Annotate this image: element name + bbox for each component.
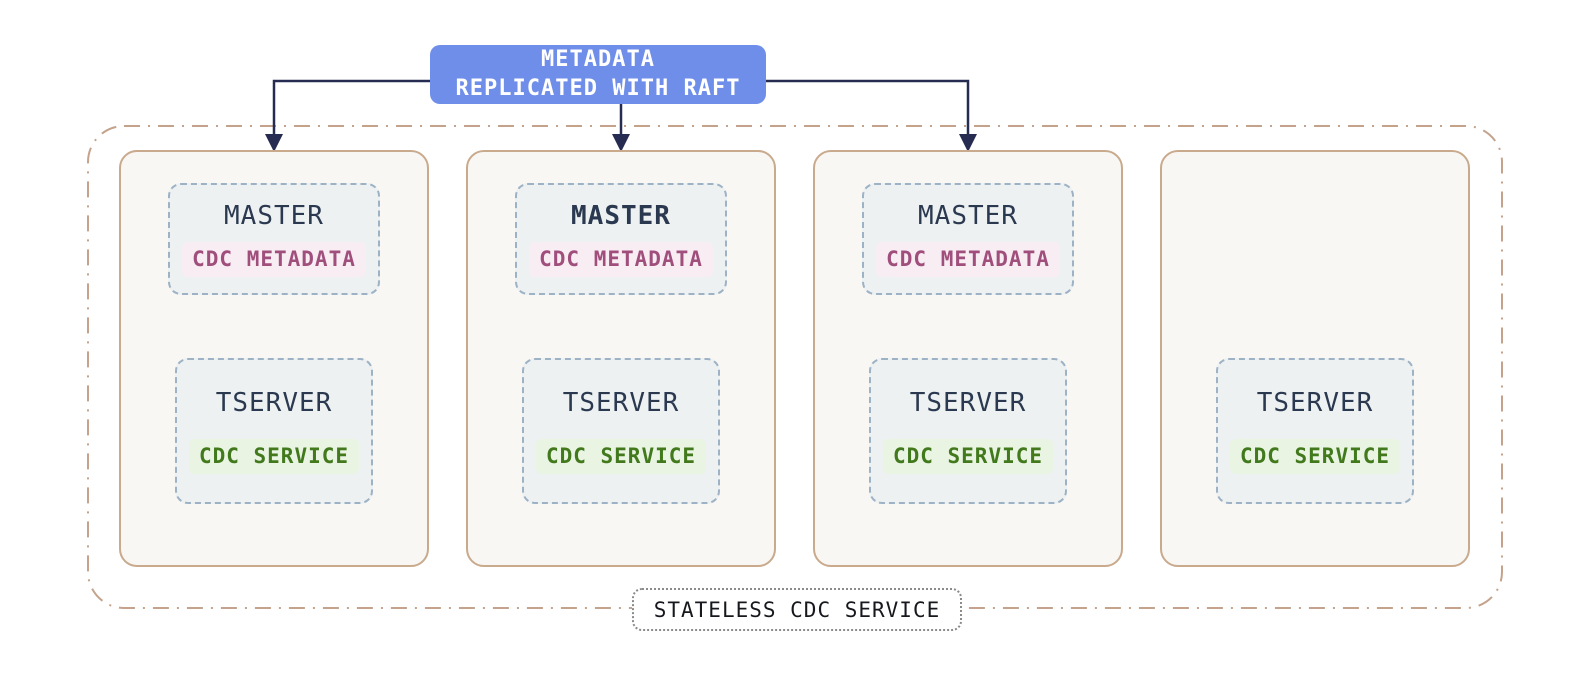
node-1: MASTER CDC METADATA TSERVER CDC SERVICE: [119, 150, 429, 567]
tserver-label: TSERVER: [1256, 388, 1374, 419]
tserver-label: TSERVER: [215, 388, 333, 419]
tserver-label: TSERVER: [562, 388, 680, 419]
arrow-right-line: [766, 79, 970, 136]
stateless-cdc-service-label: STATELESS CDC SERVICE: [632, 588, 962, 631]
tserver-box: TSERVER CDC SERVICE: [175, 358, 373, 504]
node-4: TSERVER CDC SERVICE: [1160, 150, 1470, 567]
master-box: MASTER CDC METADATA: [862, 183, 1074, 295]
arrow-middle-head-icon: [612, 134, 630, 152]
tserver-label: TSERVER: [909, 388, 1027, 419]
tserver-box: TSERVER CDC SERVICE: [522, 358, 720, 504]
arrow-right-head-icon: [959, 134, 977, 152]
arrow-left-head-icon: [265, 134, 283, 152]
node-3: MASTER CDC METADATA TSERVER CDC SERVICE: [813, 150, 1123, 567]
master-label: MASTER: [918, 201, 1018, 232]
tserver-box: TSERVER CDC SERVICE: [1216, 358, 1414, 504]
master-label: MASTER: [224, 201, 324, 232]
cdc-service-badge: CDC SERVICE: [535, 439, 707, 474]
master-box: MASTER CDC METADATA: [168, 183, 380, 295]
cdc-service-badge: CDC SERVICE: [188, 439, 360, 474]
metadata-raft-line2: REPLICATED WITH RAFT: [455, 75, 741, 101]
cdc-metadata-badge: CDC METADATA: [876, 242, 1060, 277]
cdc-metadata-badge: CDC METADATA: [182, 242, 366, 277]
cdc-service-badge: CDC SERVICE: [882, 439, 1054, 474]
cdc-service-badge: CDC SERVICE: [1229, 439, 1401, 474]
metadata-raft-box: METADATA REPLICATED WITH RAFT: [430, 45, 766, 104]
metadata-raft-line1: METADATA: [541, 46, 655, 72]
arrow-left-line: [272, 79, 430, 136]
node-2: MASTER CDC METADATA TSERVER CDC SERVICE: [466, 150, 776, 567]
master-box: MASTER CDC METADATA: [515, 183, 727, 295]
stateless-group-border: [87, 125, 1503, 609]
tserver-box: TSERVER CDC SERVICE: [869, 358, 1067, 504]
master-label: MASTER: [571, 201, 671, 232]
cdc-metadata-badge: CDC METADATA: [529, 242, 713, 277]
